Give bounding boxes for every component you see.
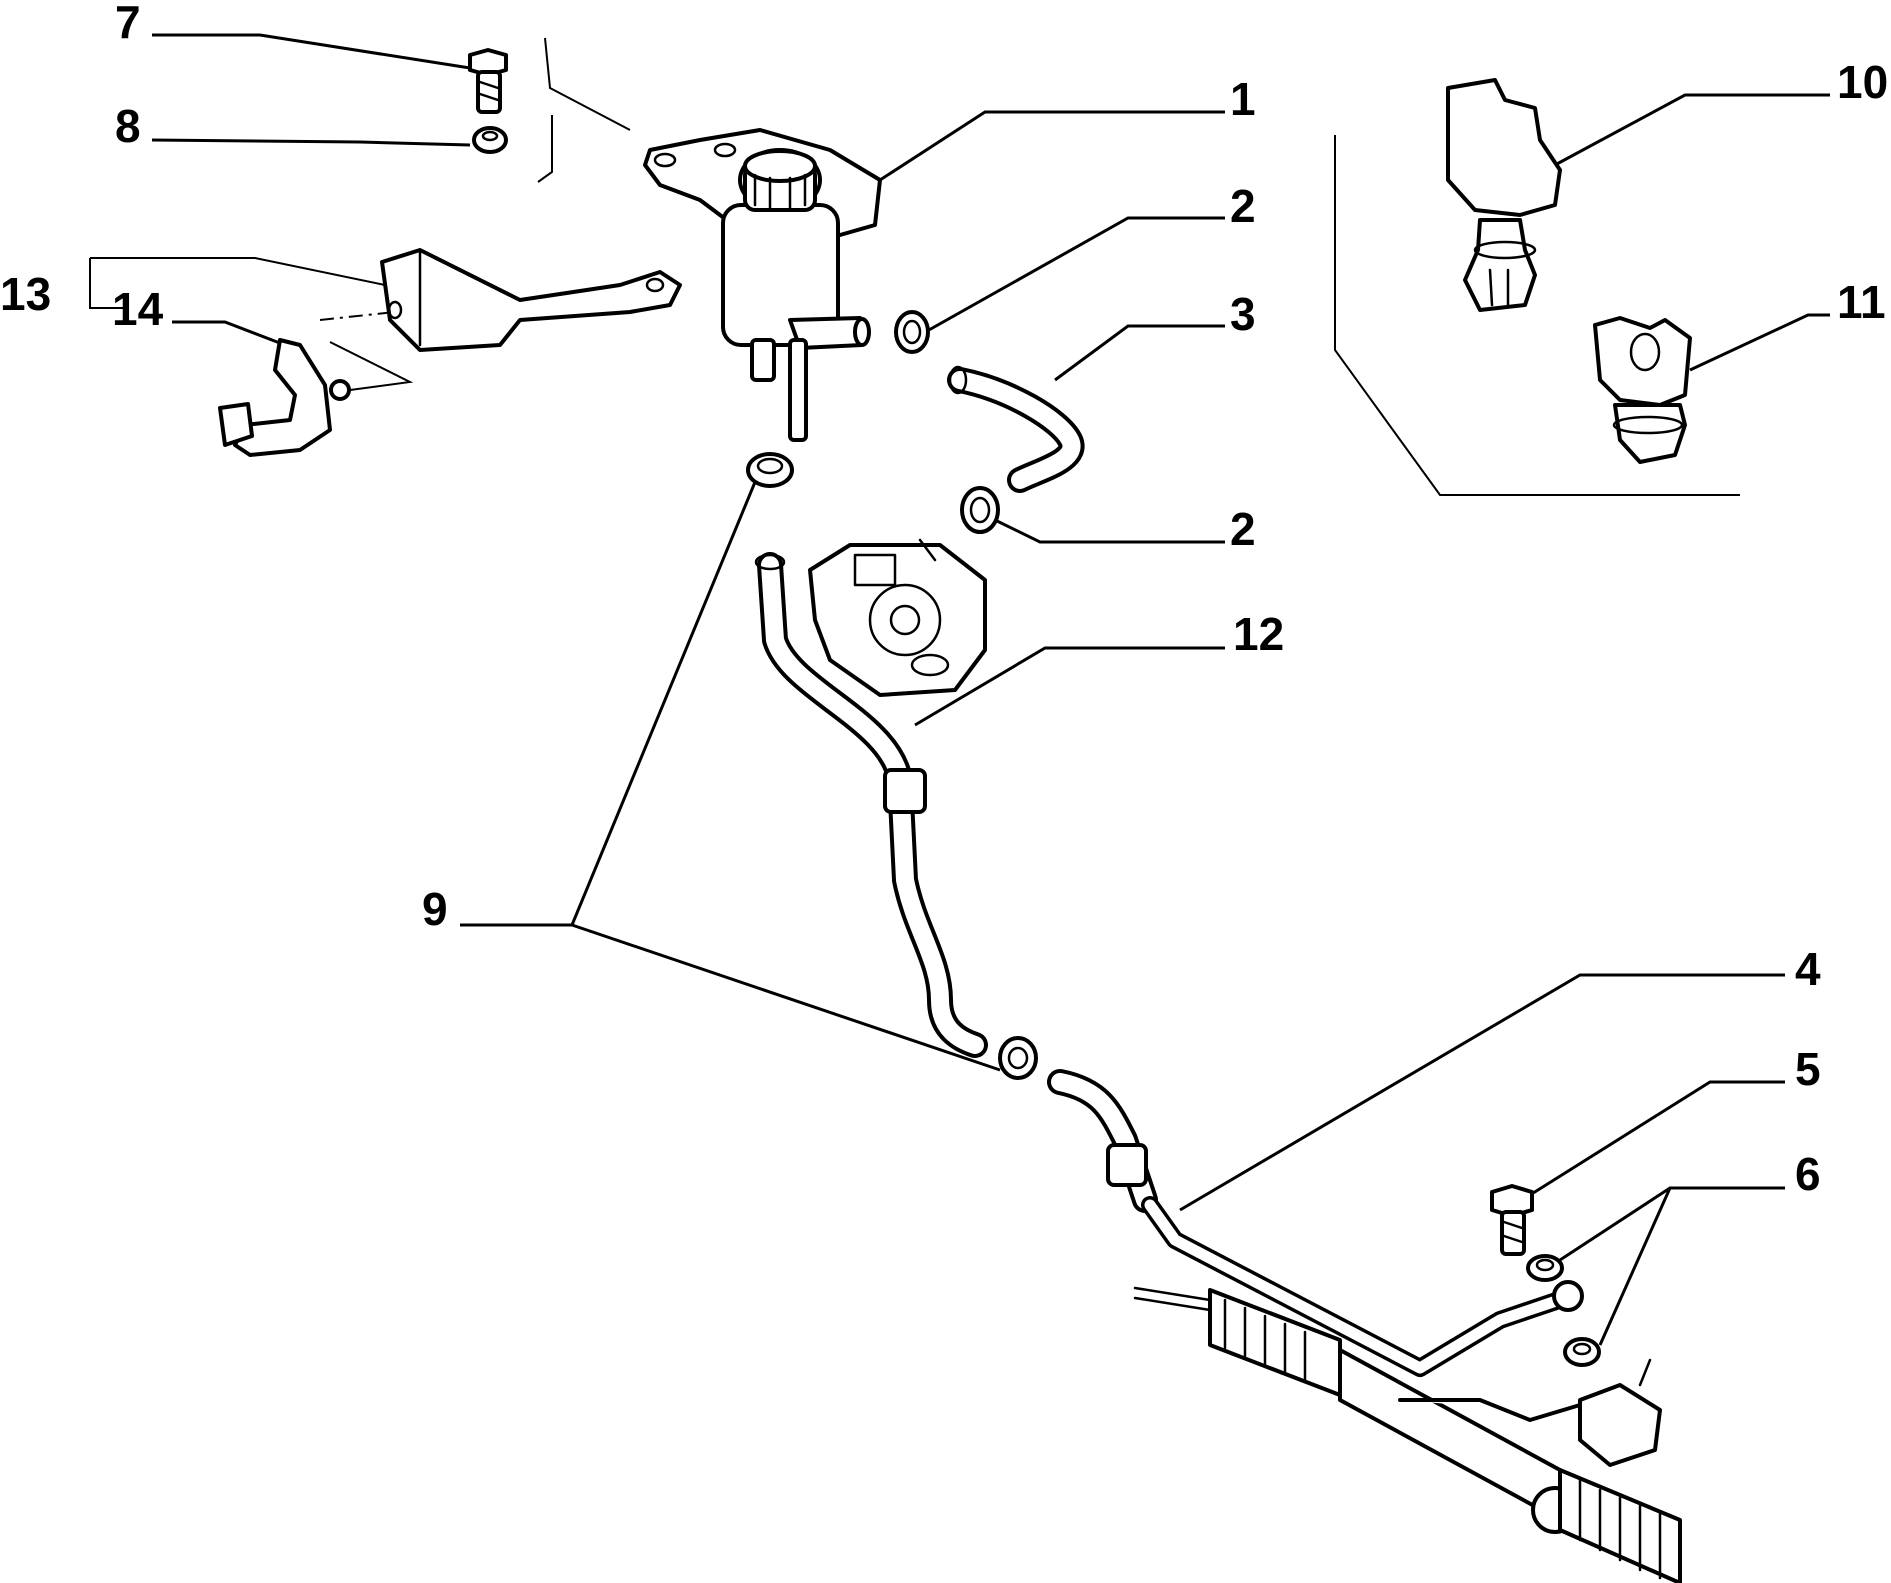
bolt-5 (1490, 1184, 1534, 1256)
clamp-2-lower (960, 486, 1000, 534)
callout-10: 10 (1837, 56, 1888, 108)
callout-13: 13 (0, 268, 51, 320)
bolt-7 (468, 48, 508, 114)
clamp-9-upper (746, 452, 794, 488)
hose-3 (947, 365, 1085, 493)
callout-12: 12 (1233, 608, 1284, 660)
hose-12 (754, 552, 988, 1058)
washer-8 (472, 126, 508, 154)
clamp-9-lower (998, 1036, 1038, 1080)
clip-11 (1593, 316, 1692, 464)
bracket-13 (380, 248, 682, 352)
leader-lines (89, 33, 1830, 1346)
callout-1: 1 (1230, 73, 1256, 125)
callout-7: 7 (115, 0, 141, 48)
callout-11: 11 (1837, 276, 1886, 328)
clip-10 (1446, 78, 1562, 312)
callout-2-lower: 2 (1230, 503, 1256, 555)
callout-9: 9 (422, 883, 448, 935)
callout-6: 6 (1795, 1148, 1821, 1200)
callout-2-upper: 2 (1230, 180, 1256, 232)
callout-4: 4 (1795, 943, 1821, 995)
pressure-pipe-4 (1047, 1069, 1584, 1377)
callout-8: 8 (115, 100, 141, 152)
washer-6-lower (1563, 1337, 1601, 1367)
power-steering-pump (808, 538, 987, 697)
washer-6-upper (1526, 1254, 1564, 1282)
clamp-2-upper (894, 310, 930, 354)
callout-3: 3 (1230, 288, 1256, 340)
callout-5: 5 (1795, 1043, 1821, 1095)
clip-14 (218, 338, 351, 457)
steering-rack (1133, 1286, 1682, 1583)
reservoir-1 (643, 128, 882, 442)
